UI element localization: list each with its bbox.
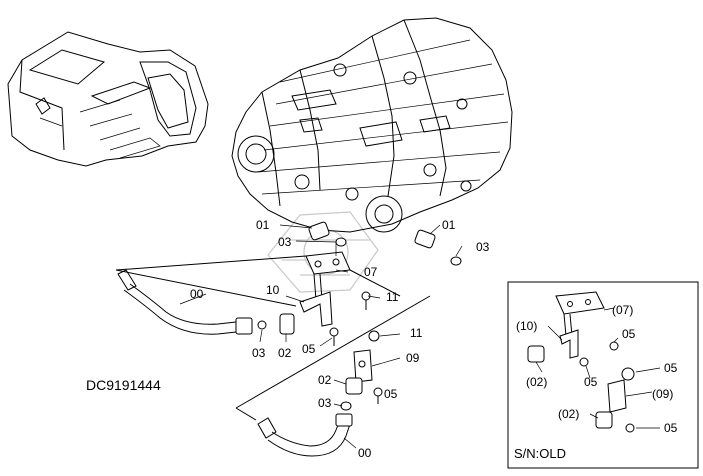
inset-callout-10: (10): [516, 319, 537, 333]
inset-bolt-05-a: [609, 341, 619, 351]
inset-callout-05-c: 05: [664, 361, 678, 375]
inset-callout-09: (09): [652, 387, 673, 401]
clamp-09: [353, 349, 373, 383]
bolt-11-lower: [368, 330, 380, 342]
fitting-02-lower: [345, 377, 363, 395]
callout-11-upper: 11: [386, 290, 399, 304]
inset-bolt-05-d: [625, 423, 635, 433]
inset-panel: (07) (10) 05 (02) 05 05 (09) (02) 05 S/N…: [507, 281, 699, 469]
callout-01-right: 01: [442, 218, 456, 232]
callout-02-hose: 02: [278, 346, 292, 360]
inset-clamp-10: [559, 329, 579, 359]
callout-03-left: 03: [278, 235, 292, 249]
callout-03-hose: 03: [252, 346, 266, 360]
callout-05-lower: 05: [384, 387, 398, 401]
callout-11-lower: 11: [410, 326, 423, 340]
inset-callout-05-b: 05: [584, 375, 598, 389]
callout-00-lower: 00: [358, 446, 372, 460]
fitting-01-right: [414, 229, 436, 249]
callout-09: 09: [406, 351, 420, 365]
hose-00-upper: [117, 269, 295, 335]
fitting-01-left: [308, 221, 330, 241]
callout-05-bracket: 05: [302, 342, 316, 356]
callout-labels: 01 03 01 03 07 10 11 00 03 02 05 11 09 0…: [190, 218, 490, 460]
bolt-05-bracket: [329, 327, 339, 346]
drawing-number: DC9191444: [86, 377, 161, 393]
callout-02-lower: 02: [318, 373, 332, 387]
oring-03-lower: [340, 401, 352, 411]
bolt-11-upper: [361, 291, 371, 310]
inset-callout-05-d: 05: [664, 421, 678, 435]
callout-00-upper: 00: [190, 287, 204, 301]
clamp-10: [299, 291, 333, 327]
inset-serial-label: S/N:OLD: [514, 446, 566, 461]
callout-03-right: 03: [476, 240, 490, 254]
inset-callout-07: (07): [612, 303, 633, 317]
inset-fitting-02-b: [595, 411, 613, 429]
callout-03-lower: 03: [318, 396, 332, 410]
inset-bolt-05-c: [621, 367, 635, 381]
callout-10: 10: [266, 283, 280, 297]
oring-03-left: [335, 237, 347, 247]
inset-callout-05-a: 05: [622, 327, 636, 341]
hose-00-lower: [257, 413, 353, 457]
inset-clamp-09: [607, 379, 627, 413]
bolt-05-lower: [373, 387, 383, 404]
location-marker: [35, 97, 51, 115]
inset-fitting-02-a: [527, 345, 545, 363]
callout-01-left: 01: [256, 218, 270, 232]
inset-callout-02-b: (02): [558, 407, 579, 421]
inset-bracket-07: [555, 291, 605, 315]
inset-callout-02-a: (02): [526, 375, 547, 389]
inset-bolt-05-b: [579, 357, 589, 367]
callout-07: 07: [364, 265, 378, 279]
oring-03-right: [450, 256, 462, 266]
transmission-assembly: [231, 17, 513, 233]
leader-lines: [115, 224, 463, 449]
machine-thumbnail: [7, 31, 209, 167]
watermark-logo: [267, 211, 379, 293]
